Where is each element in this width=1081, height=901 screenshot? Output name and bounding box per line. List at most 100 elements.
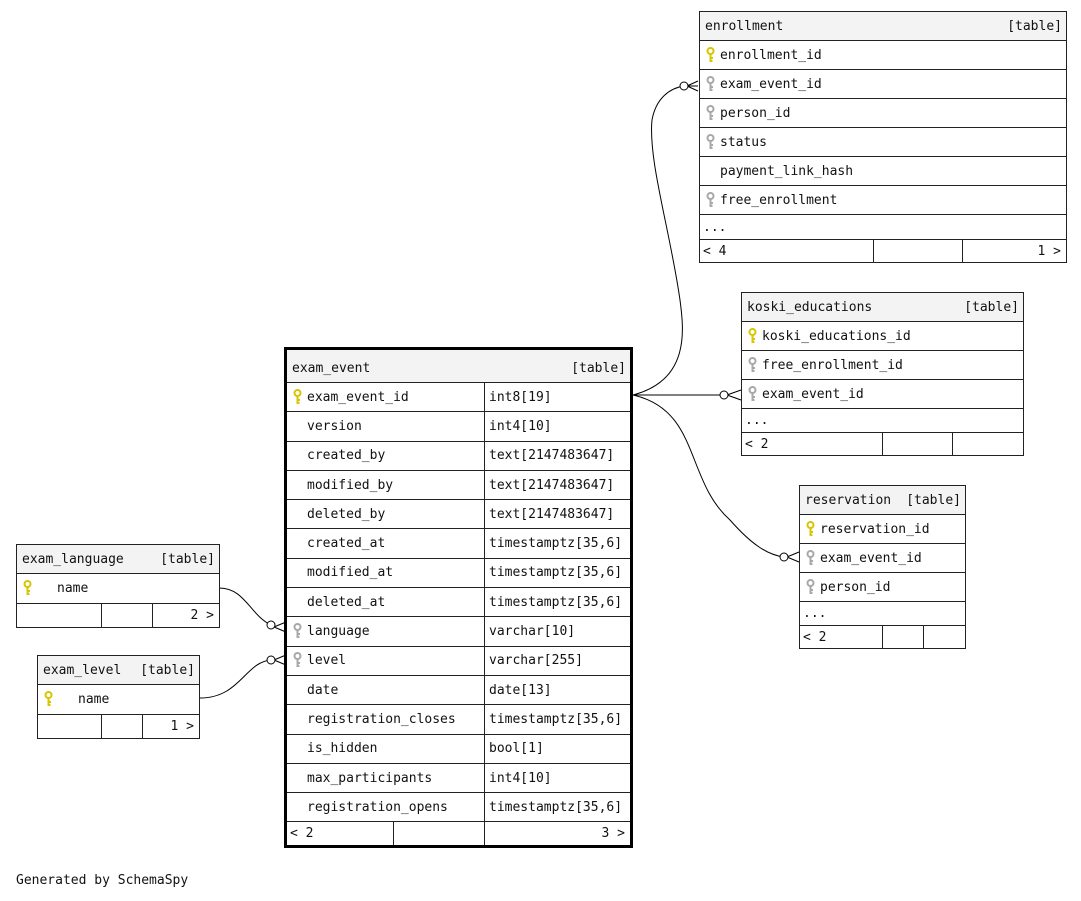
- more-columns[interactable]: ...: [742, 409, 1023, 433]
- column-name: is_hidden: [307, 741, 378, 757]
- table-footer: 2 >: [17, 604, 219, 627]
- children-count[interactable]: 1 >: [142, 715, 199, 738]
- column-row[interactable]: free_enrollment_id: [742, 351, 1023, 380]
- column-row[interactable]: status: [700, 128, 1066, 157]
- column-name: date: [307, 682, 339, 698]
- column-name: reservation_id: [820, 521, 930, 537]
- children-count[interactable]: 2 >: [152, 604, 219, 627]
- column-row[interactable]: enrollment_id: [700, 41, 1066, 70]
- column-name: free_enrollment: [720, 192, 838, 208]
- footer-spacer: [882, 433, 952, 455]
- column-row[interactable]: name: [38, 685, 199, 715]
- primary-key-icon: [700, 46, 720, 64]
- edge-exam-level: [199, 659, 272, 699]
- column-name: registration_opens: [307, 799, 448, 815]
- column-row[interactable]: person_id: [800, 573, 965, 602]
- footer-spacer: [101, 604, 152, 627]
- column-name: modified_by: [307, 477, 394, 493]
- column-name: version: [307, 418, 362, 434]
- column-type: text[2147483647]: [484, 500, 630, 529]
- foreign-key-icon: [700, 75, 720, 93]
- column-row[interactable]: date date[13]: [287, 675, 630, 706]
- foreign-key-icon: [287, 652, 307, 669]
- parents-count[interactable]: < 2: [745, 436, 769, 452]
- children-count[interactable]: 3 >: [484, 822, 630, 846]
- column-row[interactable]: exam_event_id: [800, 544, 965, 573]
- table-footer: < 4 1 >: [700, 240, 1066, 262]
- table-name: exam_level: [43, 662, 122, 678]
- column-name: person_id: [720, 105, 791, 121]
- column-type: timestamptz[35,6]: [484, 588, 630, 617]
- table-header: exam_event [table]: [287, 350, 630, 383]
- column-row[interactable]: is_hidden bool[1]: [287, 734, 630, 764]
- table-header: koski_educations [table]: [742, 293, 1023, 322]
- primary-key-icon: [800, 520, 820, 538]
- column-row[interactable]: koski_educations_id: [742, 322, 1023, 351]
- table-reservation[interactable]: reservation [table] reservation_id exam_e…: [799, 485, 966, 649]
- column-name: modified_at: [307, 565, 394, 581]
- foreign-key-icon: [700, 191, 720, 209]
- edge-enrollment-exam-event: [632, 85, 685, 396]
- table-footer: 1 >: [38, 715, 199, 738]
- column-row[interactable]: person_id: [700, 99, 1066, 128]
- column-name: person_id: [820, 579, 891, 595]
- children-count[interactable]: [923, 626, 965, 648]
- column-row[interactable]: name: [17, 574, 219, 604]
- table-header: exam_level [table]: [38, 656, 199, 685]
- column-name: enrollment_id: [720, 47, 822, 63]
- parents-count[interactable]: [38, 715, 101, 738]
- children-count[interactable]: [952, 433, 1023, 455]
- table-name: koski_educations: [747, 299, 873, 315]
- table-tag: [table]: [1007, 18, 1062, 34]
- column-type: varchar[255]: [484, 646, 630, 675]
- table-exam-level[interactable]: exam_level [table] name 1 >: [37, 655, 200, 739]
- table-tag: [table]: [964, 299, 1019, 315]
- column-name: registration_closes: [307, 711, 456, 727]
- column-type: int8[19]: [484, 383, 630, 412]
- column-type: date[13]: [484, 675, 630, 705]
- column-row[interactable]: reservation_id: [800, 515, 965, 544]
- table-enrollment[interactable]: enrollment [table] enrollment_id exam_eve…: [699, 11, 1067, 263]
- column-row[interactable]: exam_event_id: [742, 380, 1023, 409]
- parents-count[interactable]: < 4: [703, 243, 727, 259]
- column-row[interactable]: payment_link_hash: [700, 157, 1066, 186]
- children-count[interactable]: 1 >: [962, 240, 1066, 262]
- table-exam-language[interactable]: exam_language [table] name 2 >: [16, 544, 220, 628]
- column-row[interactable]: exam_event_id: [700, 70, 1066, 99]
- column-name: created_at: [307, 536, 386, 552]
- column-type: timestamptz[35,6]: [484, 558, 630, 588]
- parents-count[interactable]: [17, 604, 101, 627]
- column-row[interactable]: free_enrollment: [700, 186, 1066, 215]
- column-type: bool[1]: [484, 734, 630, 763]
- table-name: enrollment: [705, 18, 784, 34]
- foreign-key-icon: [700, 104, 720, 122]
- more-columns[interactable]: ...: [700, 215, 1066, 240]
- footer-spacer: [101, 715, 142, 738]
- table-koski-educations[interactable]: koski_educations [table] koski_education…: [741, 292, 1024, 456]
- foreign-key-icon: [800, 578, 820, 596]
- column-name: created_by: [307, 448, 386, 464]
- parents-count[interactable]: < 2: [803, 629, 827, 645]
- generator-credit: Generated by SchemaSpy: [16, 873, 189, 888]
- column-row[interactable]: modified_at timestamptz[35,6]: [287, 558, 630, 589]
- table-name: reservation: [805, 492, 892, 508]
- table-header: reservation [table]: [800, 486, 965, 515]
- parents-count[interactable]: < 2: [290, 826, 314, 842]
- column-name: language: [307, 624, 370, 640]
- more-columns[interactable]: ...: [800, 602, 965, 626]
- primary-key-icon: [38, 691, 58, 708]
